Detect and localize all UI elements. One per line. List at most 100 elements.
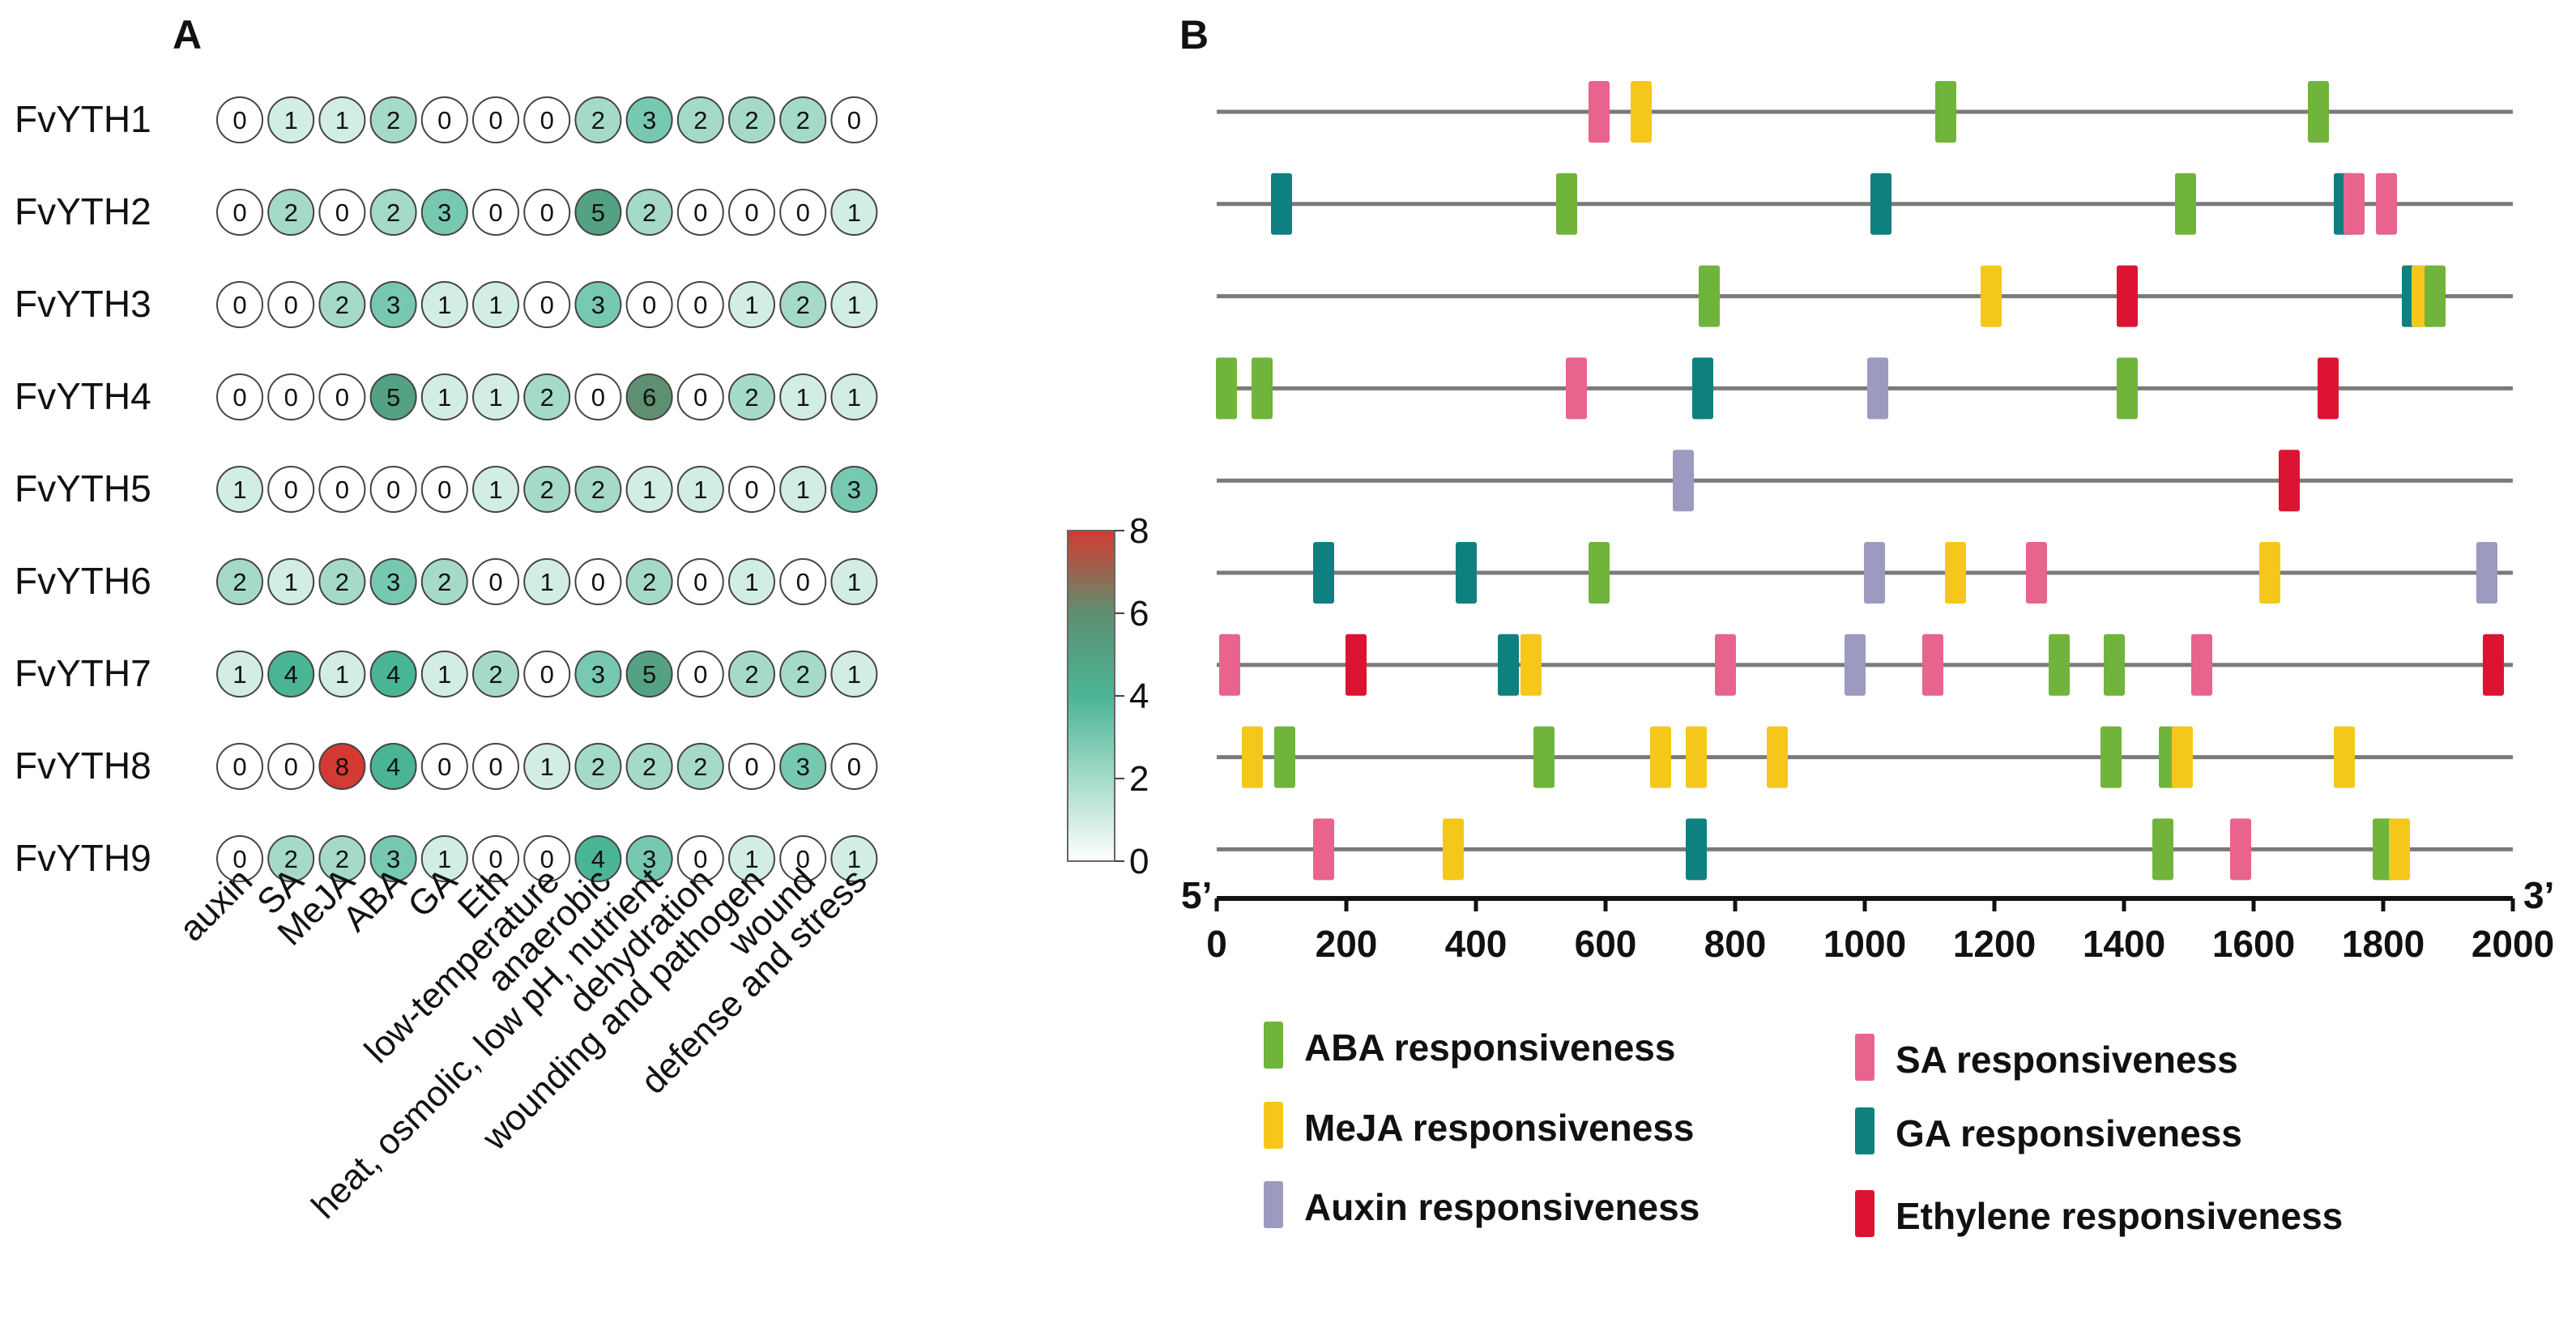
heatmap-cell-value: 2 [591,106,605,134]
colorbar-gradient [1067,530,1115,862]
heatmap-cell-value: 0 [693,845,707,873]
heatmap-cell-value: 4 [284,660,298,689]
cis-element-mark [1219,634,1240,696]
heatmap-cell [420,466,468,513]
gene-lines [1217,109,2513,851]
cis-element-mark [1631,81,1652,143]
heatmap-cell-value: 2 [744,383,758,412]
heatmap-cell-value: 2 [437,568,451,596]
heatmap-cell-value: 3 [642,845,656,873]
heatmap-cell-value: 0 [796,845,810,873]
heatmap-cell-value: 0 [540,198,554,227]
heatmap-cell-value: 2 [591,476,605,504]
cis-element-mark [1271,173,1292,235]
heatmap-cell-value: 0 [488,568,502,596]
cis-element-mark [1498,634,1519,696]
heatmap-cell [830,558,878,605]
heatmap-cell-value: 4 [386,660,400,689]
heatmap-cell [267,96,315,143]
x-axis-left-end-label: 5’ [1181,874,1212,916]
heatmap-cell [420,558,468,605]
panel-a-label: A [173,12,202,58]
heatmap-row-label: FvYTH5 [15,467,151,510]
legend-swatch [1264,1022,1283,1069]
heatmap-cell [625,558,673,605]
cis-element-mark [2104,634,2125,696]
heatmap-cell-value: 1 [847,568,861,596]
heatmap-cell [676,96,724,143]
heatmap-cell-value: 2 [642,198,656,227]
heatmap-cell-value: 1 [232,660,246,689]
legend-label: MeJA responsiveness [1304,1107,1695,1149]
heatmap-cell-value: 3 [591,660,605,689]
heatmap-cell [318,835,366,882]
heatmap-cell-value: 0 [284,476,298,504]
heatmap-cell [472,651,519,698]
heatmap-cell [728,558,775,605]
cis-element-mark [2279,450,2300,512]
legend-swatch [1855,1034,1874,1081]
heatmap-cell-value: 2 [642,753,656,781]
heatmap-cell-value: 0 [232,383,246,412]
heatmap-cell [216,96,263,143]
heatmap-cell [574,96,622,143]
cis-element-mark [1922,634,1943,696]
cis-element-mark [1313,542,1334,604]
heatmap-cell [472,189,519,236]
heatmap-cell [830,743,878,790]
heatmap-cell-value: 0 [591,568,605,596]
heatmap-cell [369,651,417,698]
cis-element-mark [1867,357,1888,420]
heatmap-cell [830,373,878,420]
heatmap-cell-value: 0 [796,568,810,596]
cis-element-mark [2476,542,2497,604]
heatmap-row-labels: FvYTH1FvYTH2FvYTH3FvYTH4FvYTH5FvYTH6FvYT… [15,98,151,879]
cis-element-mark [1673,450,1694,512]
cis-element-mark [2373,818,2394,881]
heatmap-cell-value: 1 [488,291,502,319]
cis-element-mark [1216,357,1237,420]
cis-element-mark [1686,726,1707,788]
cis-element-mark [1533,726,1555,788]
cis-element-mark [1692,357,1713,420]
heatmap-cell-value: 0 [540,106,554,134]
cis-element-mark [1935,81,1956,143]
heatmap-cell [472,466,519,513]
heatmap-cell [369,96,417,143]
colorbar-tick-label: 6 [1129,594,1149,634]
heatmap-row-label: FvYTH6 [15,560,151,602]
heatmap-cell-value: 0 [693,660,707,689]
heatmap-cell-value: 0 [437,753,451,781]
heatmap-cell-value: 2 [796,291,810,319]
x-axis-tick-label: 800 [1704,923,1767,965]
heatmap-cell [625,281,673,328]
heatmap-cell-value: 0 [847,753,861,781]
heatmap-cell [625,743,673,790]
heatmap-cell-value: 2 [232,568,246,596]
heatmap-cell-value: 0 [488,845,502,873]
heatmap-cell-value: 0 [847,106,861,134]
heatmap-cell [318,466,366,513]
heatmap-cell-value: 1 [847,198,861,227]
heatmap-cell [216,281,263,328]
heatmap-cell-value: 1 [488,383,502,412]
heatmap-cell-value: 5 [591,198,605,227]
heatmap-cell [779,743,827,790]
cis-element-mark [2152,818,2173,881]
heatmap-cell [728,743,775,790]
cis-element-mark [1456,542,1477,604]
heatmap-cell [676,373,724,420]
cis-element-mark [1981,265,2002,327]
heatmap-cell [472,558,519,605]
heatmap-row-label: FvYTH3 [15,283,151,325]
heatmap-cell [369,281,417,328]
heatmap-cell [420,373,468,420]
heatmap-cell [676,743,724,790]
heatmap-cell-value: 2 [335,845,349,873]
heatmap-cell [523,743,571,790]
cis-element-mark [1650,726,1671,788]
heatmap-cell-value: 0 [693,568,707,596]
